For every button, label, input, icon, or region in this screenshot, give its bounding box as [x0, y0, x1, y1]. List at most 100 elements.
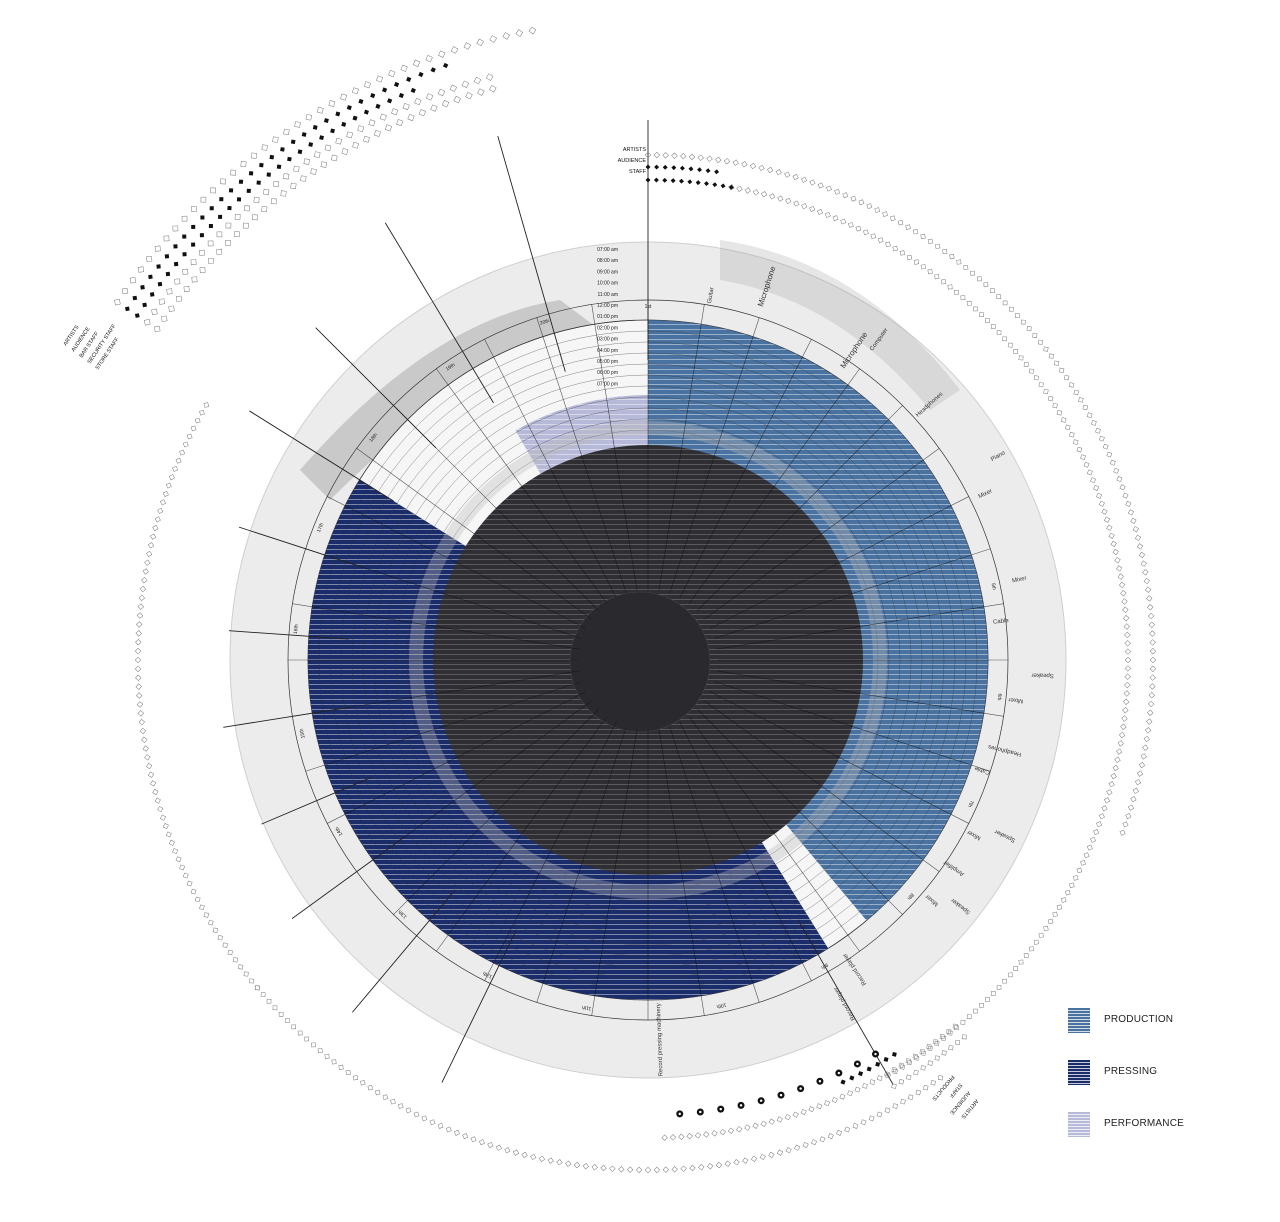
arc-mark: [792, 1111, 799, 1118]
arc-mark: [1102, 443, 1109, 450]
arc-mark: [181, 215, 188, 222]
arc-mark-filled: [875, 1061, 881, 1067]
arc-mark-filled: [246, 188, 251, 194]
arc-mark: [1146, 595, 1153, 602]
arc-mark: [254, 985, 260, 991]
arc-mark: [800, 1108, 807, 1115]
arc-mark: [817, 208, 823, 215]
arc-mark: [680, 1165, 687, 1172]
arc-mark: [1138, 761, 1146, 769]
arc-mark: [1149, 674, 1156, 681]
arc-mark: [1149, 648, 1157, 655]
arc-mark: [927, 1060, 933, 1066]
arc-mark: [824, 212, 831, 218]
arc-mark: [1072, 875, 1079, 881]
radial-line: [536, 726, 627, 1003]
time-label: 05:00 pm: [597, 359, 618, 365]
arc-mark: [114, 298, 121, 306]
arc-mark: [1106, 451, 1113, 458]
arc-mark: [1116, 748, 1123, 755]
arc-mark: [489, 35, 497, 43]
arc-mark: [1056, 904, 1063, 910]
radial-line: [305, 681, 582, 772]
arc-mark: [719, 1128, 726, 1136]
arc-mark: [135, 674, 142, 681]
arc-mark: [476, 38, 484, 47]
arc-mark: [694, 1132, 702, 1139]
radial-line: [688, 716, 860, 952]
arc-mark: [150, 533, 157, 540]
arc-mark: [151, 308, 158, 316]
arc-mark: [345, 1070, 351, 1076]
arc-mark: [137, 603, 144, 610]
arc-mark: [220, 178, 226, 185]
arc-mark: [454, 1129, 460, 1136]
arc-mark: [363, 135, 370, 143]
arc-mark: [884, 1071, 890, 1077]
arc-mark-filled: [227, 205, 232, 211]
arc-mark: [396, 119, 404, 127]
arc-ring-mark-hole: [678, 1112, 681, 1116]
arc-mark: [1142, 569, 1149, 576]
arc-mark: [927, 1045, 933, 1051]
arc-ring-mark-hole: [799, 1087, 802, 1090]
radial-line: [669, 317, 760, 594]
arc-mark: [324, 144, 332, 152]
arc-mark-filled: [236, 197, 242, 202]
arc-mark-filled: [256, 180, 261, 185]
arc-mark: [1037, 339, 1043, 345]
arc-mark: [139, 585, 147, 593]
radial-line: [327, 496, 586, 629]
arc-mark: [1116, 476, 1123, 482]
arc-mark-filled: [142, 302, 147, 308]
sector-label: 11th: [581, 1004, 591, 1012]
arc-mark: [412, 59, 421, 67]
arc-mark: [644, 151, 652, 159]
arc-mark: [906, 1059, 913, 1066]
arc-mark: [1053, 360, 1060, 366]
arc-mark: [1106, 789, 1113, 796]
arc-mark: [842, 192, 849, 199]
arc-mark: [136, 621, 143, 628]
arc-mark: [808, 1106, 815, 1113]
arc-mark: [135, 630, 142, 637]
arc-mark: [512, 1149, 520, 1156]
arc-mark: [1013, 966, 1019, 971]
arc-mark: [199, 904, 205, 911]
arc-mark-filled: [280, 147, 285, 152]
arc-mark: [906, 1074, 912, 1080]
arc-mark: [882, 211, 888, 217]
arc-mark: [961, 1034, 967, 1040]
arc-mark: [528, 26, 537, 35]
arc-mark: [165, 831, 172, 838]
arc-mark: [200, 196, 207, 203]
arc-mark: [134, 665, 142, 673]
arc-mark: [163, 235, 170, 242]
arc-mark-filled: [148, 274, 153, 280]
arc-mark: [1114, 756, 1121, 763]
arc-mark: [832, 215, 839, 222]
arc-mark: [869, 1079, 876, 1085]
sector-label: 9th: [820, 961, 829, 970]
arc-mark: [750, 1155, 758, 1162]
arc-mark: [1095, 427, 1101, 434]
arc-mark: [979, 312, 984, 318]
radial-lines: [223, 120, 1008, 1085]
arc-mark: [839, 1093, 846, 1100]
arc-mark: [340, 93, 348, 101]
equipment-label: Mixer: [1012, 576, 1028, 585]
leader-line: [249, 410, 394, 502]
sector-label: 15th: [299, 728, 307, 739]
time-label: 06:00 pm: [597, 370, 618, 376]
arc-mark: [1144, 727, 1152, 734]
arc-mark-filled: [695, 180, 701, 186]
arc-mark: [973, 306, 978, 312]
arc-mark: [565, 1160, 572, 1167]
radial-line: [484, 722, 617, 981]
arc-mark: [1108, 532, 1115, 539]
arc-mark: [338, 1064, 344, 1070]
arc-mark: [249, 978, 255, 984]
arc-mark: [186, 433, 193, 440]
arc-mark: [1007, 972, 1013, 978]
